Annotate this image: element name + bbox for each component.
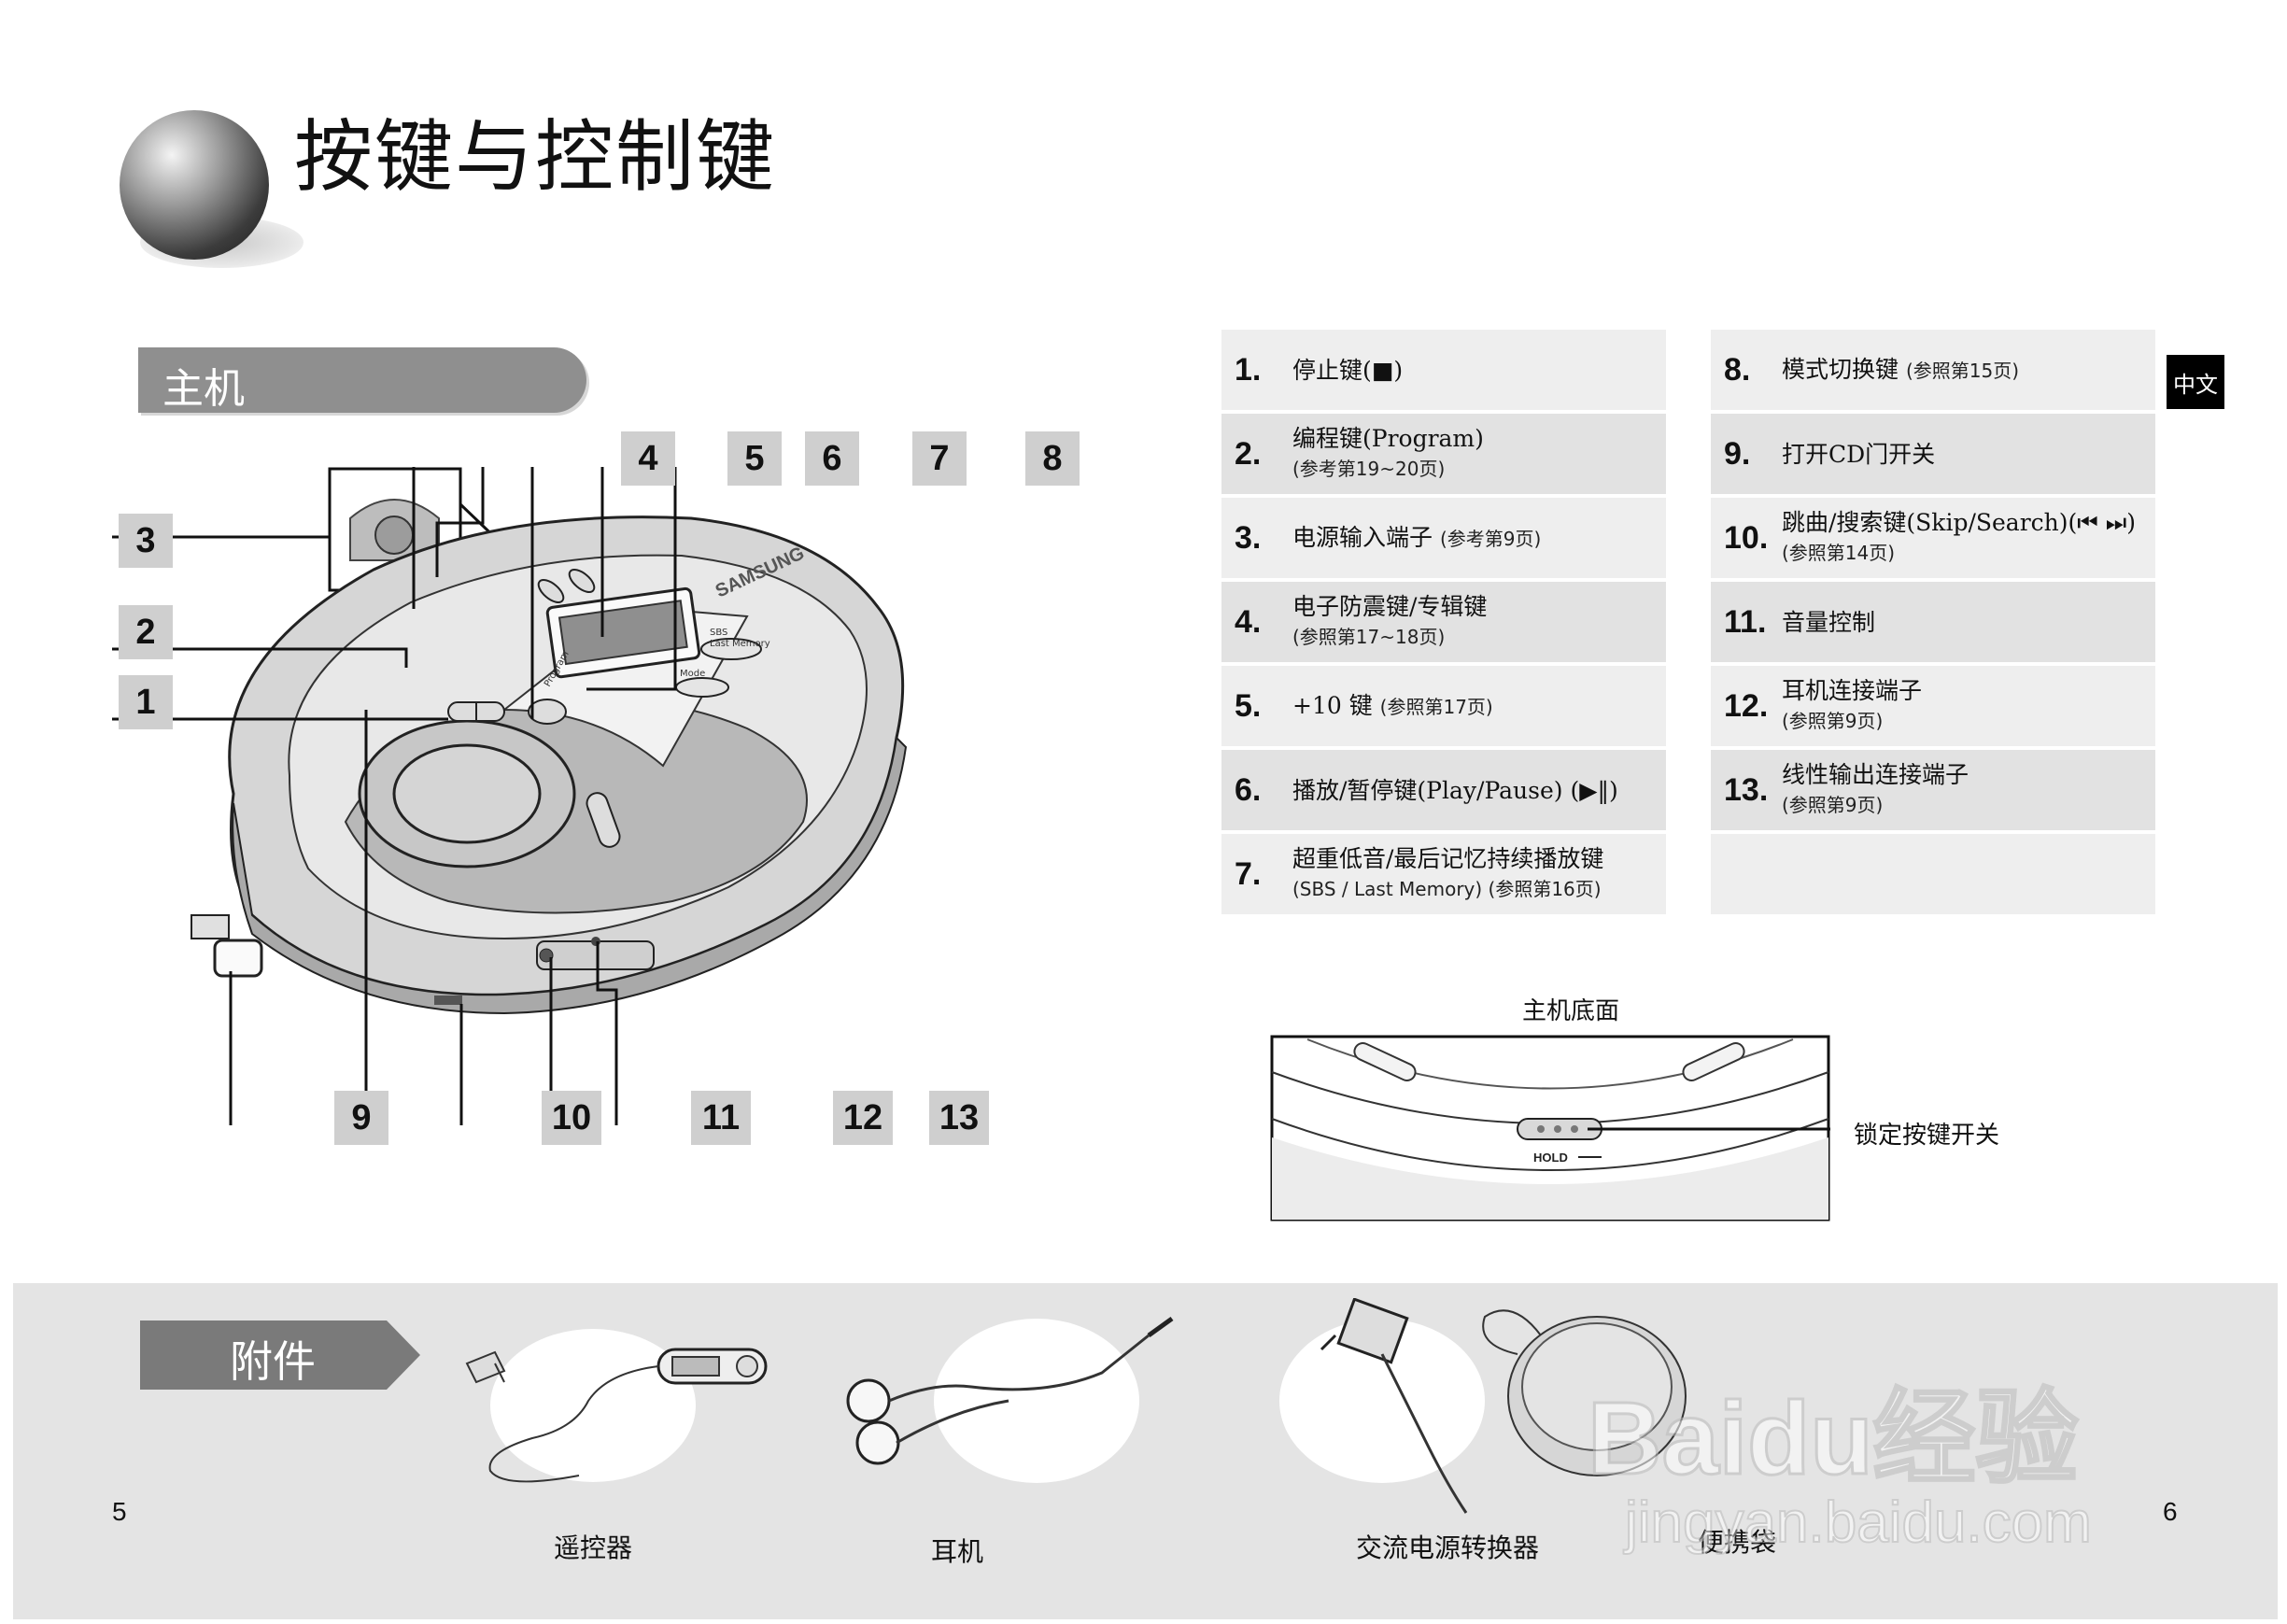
page-title: 按键与控制键: [294, 111, 777, 203]
svg-text:SBS: SBS: [710, 628, 727, 638]
legend-empty-cell: [1711, 834, 2155, 914]
callout-4: 4: [621, 431, 675, 486]
volume-wheel: [434, 996, 462, 1005]
callout-5: 5: [727, 431, 782, 486]
legend-item: 7. 超重低音/最后记忆持续播放键(SBS / Last Memory) (参照…: [1221, 834, 1666, 914]
legend-item: 10. 跳曲/搜索键(Skip/Search)(⏮ ⏭)(参照第14页): [1711, 498, 2155, 578]
open-switch: [213, 939, 263, 978]
program-button: [528, 699, 567, 725]
accessories-illustrations: [465, 1298, 1687, 1514]
callout-9: 9: [334, 1091, 388, 1145]
accessory-pouch-label: 便携袋: [1697, 1527, 1776, 1558]
baidu-watermark: Baidu经验 jingyan.baidu.com: [1587, 1326, 2260, 1569]
callout-10: 10: [542, 1091, 601, 1145]
callout-13: 13: [929, 1091, 989, 1145]
accessory-adapter-label: 交流电源转换器: [1355, 1532, 1539, 1563]
page-number-right: 6: [2163, 1497, 2178, 1526]
play-pause-button: [586, 792, 621, 848]
legend-item: 1. 停止键(■): [1221, 330, 1666, 410]
accessory-earphones-label: 耳机: [930, 1536, 983, 1567]
callout-7: 7: [912, 431, 967, 486]
svg-text:Last Memory: Last Memory: [710, 639, 770, 649]
section-accessories-header: 附件: [140, 1320, 420, 1390]
mode-button: [675, 677, 729, 698]
earphones-icon: [846, 1378, 891, 1423]
callout-8: 8: [1025, 431, 1080, 486]
svg-text:HOLD: HOLD: [1533, 1151, 1568, 1165]
ac-adapter-icon: [1336, 1298, 1409, 1364]
legend-item: 2. 编程键(Program)(参考第19~20页): [1221, 414, 1666, 494]
section-main-label: 主机: [162, 365, 245, 413]
esp-album-button: [537, 579, 565, 603]
callout-11: 11: [691, 1091, 751, 1145]
legend-item: 6. 播放/暂停键(Play/Pause) (▶‖): [1221, 750, 1666, 830]
plus10-button: [568, 569, 596, 593]
callout-6: 6: [805, 431, 859, 486]
legend-item: 8. 模式切换键 (参照第15页): [1711, 330, 2155, 410]
callout-2: 2: [119, 605, 173, 659]
language-badge: 中文: [2167, 355, 2224, 409]
legend-item: 5. +10 键 (参照第17页): [1221, 666, 1666, 746]
legend-item: 4. 电子防震键/专辑键(参照第17~18页): [1221, 582, 1666, 662]
legend-item: 13. 线性输出连接端子(参照第9页): [1711, 750, 2155, 830]
legend-item: 12. 耳机连接端子(参照第9页): [1711, 666, 2155, 746]
accessory-remote-label: 遥控器: [553, 1532, 632, 1563]
watermark-brand: Baidu经验: [1587, 1380, 2081, 1498]
callout-12: 12: [833, 1091, 893, 1145]
legend-item: 11. 音量控制: [1711, 582, 2155, 662]
callout-1: 1: [119, 675, 173, 729]
legend-table: 1. 停止键(■) 2. 编程键(Program)(参考第19~20页) 3. …: [1221, 330, 2155, 915]
title-ball-icon: [120, 110, 269, 260]
page-number-left: 5: [112, 1497, 127, 1526]
sbs-button: [700, 638, 762, 660]
section-main-header: 主机: [138, 347, 586, 413]
callout-3: 3: [119, 514, 173, 568]
bottom-view-illustration: HOLD: [1270, 1035, 1830, 1222]
legend-item: 9. 打开CD门开关: [1711, 414, 2155, 494]
device-illustration: SAMSUNG Program SBS Last Memory Mode: [112, 467, 908, 1125]
svg-text:Mode: Mode: [680, 669, 705, 679]
section-accessories-label: 附件: [230, 1336, 316, 1387]
hold-switch-label: 锁定按键开关: [1854, 1122, 2000, 1150]
bottom-view-caption: 主机底面: [1522, 997, 1620, 1025]
legend-item: 3. 电源输入端子 (参考第9页): [1221, 498, 1666, 578]
watermark-url: jingyan.baidu.com: [1624, 1490, 2093, 1556]
